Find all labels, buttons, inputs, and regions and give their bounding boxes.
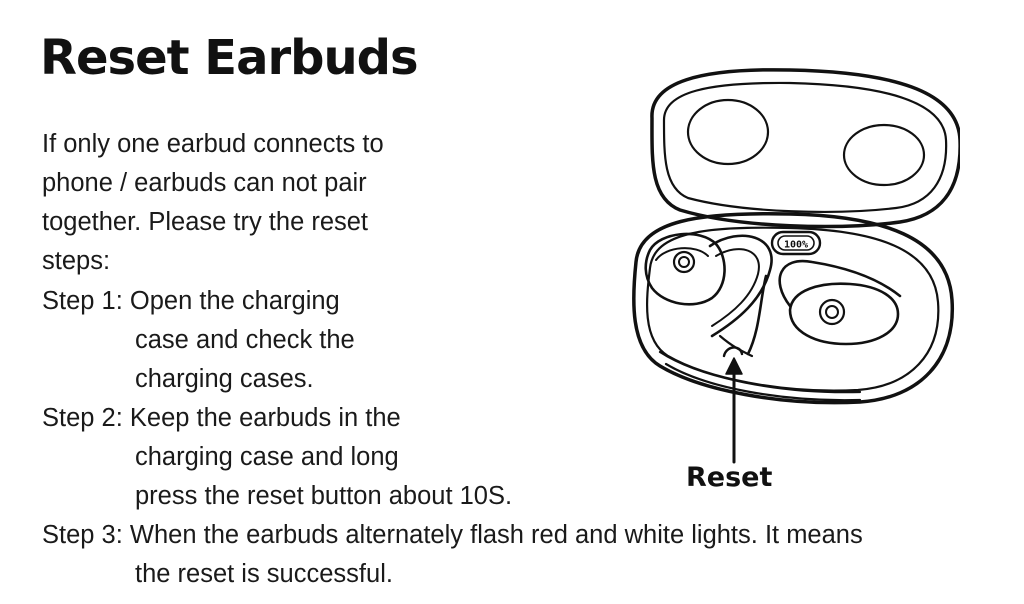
step-1-continuation: case and check the (135, 326, 355, 354)
page-title: Reset Earbuds (40, 30, 419, 86)
step-2-continuation: press the reset button about 10S. (135, 482, 513, 510)
step-1-text: Open the charging (129, 287, 340, 315)
step-1-continuation: charging cases. (135, 365, 314, 393)
reset-button (722, 346, 744, 358)
intro-paragraph: If only one earbud connects to phone / e… (42, 125, 384, 281)
battery-display (770, 230, 822, 256)
intro-line: steps: (42, 247, 111, 275)
step-1-line: Step 1: Open the charging (42, 282, 863, 321)
display-readout: 100% (784, 240, 808, 251)
step-3-continuation: the reset is successful. (135, 560, 393, 588)
step-2-line: Step 2: Keep the earbuds in the (42, 399, 863, 438)
reset-arrow-icon (725, 357, 743, 375)
step-3-line: Step 3: When the earbuds alternately fla… (42, 516, 863, 555)
step-2-label: Step 2: (42, 404, 123, 432)
lid-left-recess (686, 98, 770, 166)
step-3-text: When the earbuds alternately flash red a… (129, 521, 863, 549)
step-3-label: Step 3: (42, 521, 123, 549)
intro-line: If only one earbud connects to (42, 130, 384, 158)
case-base (632, 211, 955, 405)
step-1-label: Step 1: (42, 287, 123, 315)
intro-line: together. Please try the reset (42, 208, 369, 236)
case-lid (650, 68, 960, 229)
lid-right-recess (842, 123, 926, 187)
step-2-text: Keep the earbuds in the (129, 404, 401, 432)
steps-list: Step 1: Open the charging case and check… (42, 282, 863, 594)
charging-case-illustration: 100% (632, 68, 960, 464)
intro-line: phone / earbuds can not pair (42, 169, 367, 197)
left-earbud (644, 232, 773, 338)
step-2-continuation: charging case and long (135, 443, 399, 471)
reset-label: Reset (686, 462, 773, 493)
right-earbud (718, 259, 902, 358)
